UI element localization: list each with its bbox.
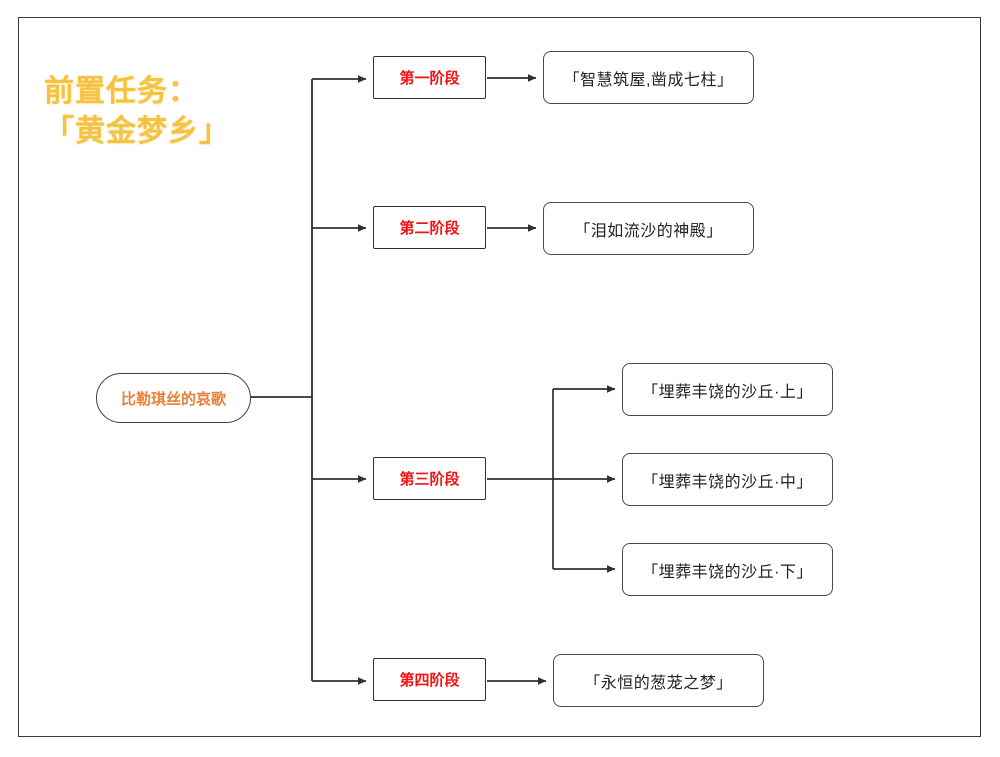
stage-node-2[interactable]: 第二阶段 bbox=[373, 206, 486, 249]
leaf-node-stage2[interactable]: 「泪如流沙的神殿」 bbox=[543, 202, 754, 255]
leaf-node-stage1[interactable]: 「智慧筑屋,凿成七柱」 bbox=[543, 51, 754, 104]
stage-node-3[interactable]: 第三阶段 bbox=[373, 457, 486, 500]
stage-node-1[interactable]: 第一阶段 bbox=[373, 56, 486, 99]
leaf-node-stage4[interactable]: 「永恒的葱茏之梦」 bbox=[553, 654, 764, 707]
leaf-node-stage3-upper[interactable]: 「埋葬丰饶的沙丘·上」 bbox=[622, 363, 833, 416]
leaf-node-stage3-lower[interactable]: 「埋葬丰饶的沙丘·下」 bbox=[622, 543, 833, 596]
stage-node-4[interactable]: 第四阶段 bbox=[373, 658, 486, 701]
root-node-quest[interactable]: 比勒琪丝的哀歌 bbox=[96, 373, 251, 423]
leaf-node-stage3-middle[interactable]: 「埋葬丰饶的沙丘·中」 bbox=[622, 453, 833, 506]
title-line-1: 前置任务： bbox=[44, 75, 199, 108]
diagram-title: 前置任务： 「黄金梦乡」 bbox=[44, 72, 344, 152]
title-line-2: 「黄金梦乡」 bbox=[44, 115, 230, 148]
